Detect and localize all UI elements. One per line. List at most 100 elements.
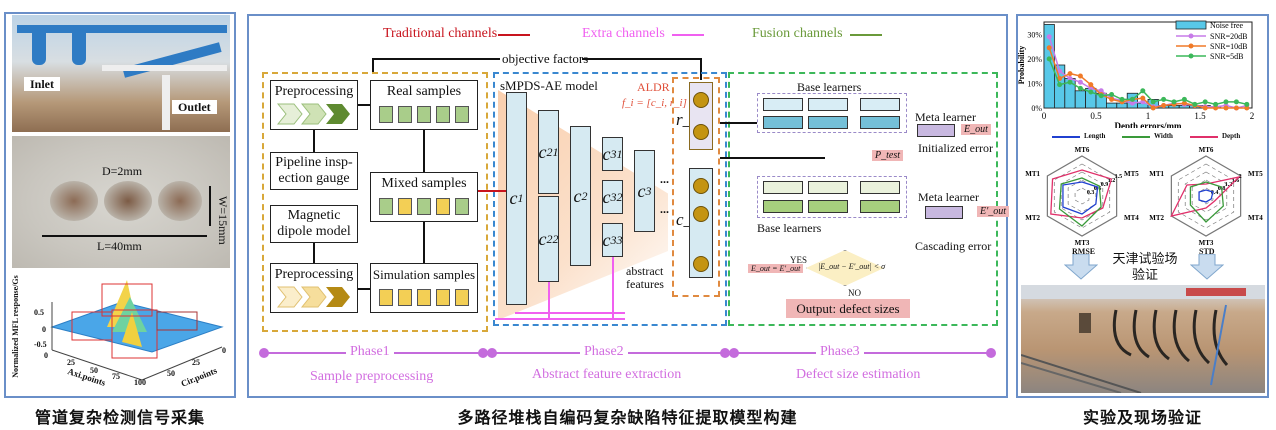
sample-cube [417, 106, 431, 123]
width-label: W=15mm [216, 196, 230, 245]
hist-bar [1106, 102, 1118, 109]
radar-grid [1053, 163, 1111, 229]
x-tick-label: 0 [1042, 111, 1047, 121]
preprocessing-top-label: Preprocessing [274, 84, 354, 99]
magnetic-dipole-box: Magnetic dipole model [270, 205, 358, 243]
aldr-region [672, 77, 720, 297]
series-point [1202, 105, 1208, 111]
radar-series [1050, 169, 1113, 219]
frame-beam [102, 65, 227, 71]
objective-line-up [372, 58, 374, 72]
series-point [1202, 99, 1208, 105]
series-point [1088, 89, 1094, 95]
radar-series [1170, 175, 1241, 217]
legend-marker [1188, 33, 1194, 39]
depth-label: D=2mm [102, 164, 143, 178]
sample-cube [455, 106, 469, 123]
series-point [1223, 99, 1229, 105]
phase3-desc: Defect size estimation [796, 367, 921, 382]
y-tick-label: 20% [1027, 55, 1042, 64]
phase2-region [493, 72, 727, 326]
base-learner [808, 116, 848, 129]
y-tick-0: 0 [222, 346, 226, 355]
radar-series [1198, 189, 1214, 203]
objective-line-down [700, 58, 702, 80]
series-point [1088, 85, 1094, 91]
x-tick-label: 1.5 [1194, 111, 1206, 121]
arrow-sim-to-mixed [423, 222, 425, 263]
sample-cube [417, 289, 431, 306]
magnetic-dipole-label: Magnetic dipole model [277, 208, 351, 239]
p-test-tag: P_test [872, 150, 903, 161]
sample-cube [398, 289, 412, 306]
y-tick-2: 50 [167, 369, 175, 378]
base-learner [860, 200, 900, 213]
legend-length-line [1052, 136, 1080, 138]
width-arrow [209, 186, 211, 226]
sample-cube [436, 106, 450, 123]
formula-label: f_i = [c_i, r_i] [622, 97, 687, 109]
series-point [1161, 96, 1167, 102]
radar-axis-label: MT4 [1124, 214, 1139, 222]
objective-line-left [372, 58, 500, 60]
phase1-region [262, 72, 488, 332]
length-label: L=40mm [97, 239, 142, 253]
legend-label: SNR=10dB [1210, 42, 1247, 51]
radar-series [1189, 181, 1224, 223]
phase1-desc: Sample preprocessing [310, 369, 434, 384]
base-learners-bottom-group [757, 176, 907, 218]
radar-grid [1184, 171, 1228, 221]
legend-marker [1188, 53, 1194, 59]
radar-series [1058, 177, 1102, 227]
real-samples-box: Real samples [370, 80, 478, 130]
legend-marker [1188, 43, 1194, 49]
legend-label: Noise free [1210, 21, 1244, 30]
hist-bar [1074, 90, 1087, 109]
yes-label: YES [790, 255, 808, 265]
length-arrow [42, 235, 207, 237]
ellipsis-1: ... [660, 172, 669, 186]
radar-axis-label: MT1 [1025, 170, 1040, 178]
phase2-label: Phase2 [580, 344, 628, 360]
sample-cube [455, 289, 469, 306]
x-tick-1: 25 [67, 358, 75, 367]
fusion-arrow [850, 34, 882, 36]
arrow-to-base-bottom [720, 157, 825, 159]
objective-line-right [582, 58, 702, 60]
base-learners-bottom-label: Base learners [757, 221, 822, 235]
series-point [1067, 79, 1073, 85]
y-tick-label: 0% [1031, 104, 1042, 113]
pipe-vertical-left [32, 25, 46, 65]
series-point [1161, 103, 1167, 109]
aldr-label: ALDR [637, 80, 670, 94]
down-arrow-left-icon [1064, 254, 1098, 280]
base-learner [808, 200, 848, 213]
series-point [1077, 73, 1083, 79]
radar-axis-label: MT1 [1149, 170, 1164, 178]
assign-tag: E_out = E'_out [748, 264, 804, 273]
meta-learner-top [917, 124, 955, 137]
legend-width-line [1122, 136, 1150, 138]
sample-cube [398, 106, 412, 123]
series-point [1171, 99, 1177, 105]
timeline-dot [487, 348, 497, 358]
extra-path-1 [515, 312, 625, 314]
series-point [1109, 96, 1115, 102]
radar-tick-label: 1.5 [1115, 174, 1123, 180]
y-tick-1: 25 [192, 358, 200, 367]
base-learner [860, 98, 900, 111]
c-node [693, 256, 709, 272]
series-point [1150, 99, 1156, 105]
radar-grid [1046, 155, 1118, 237]
arrow-prep-to-real [358, 104, 370, 106]
radar-grid [1067, 179, 1097, 213]
series-point [1192, 101, 1198, 107]
radar-tick-label: 0.9 [1101, 182, 1109, 188]
series-point [1119, 96, 1125, 102]
base-learners-top-group [757, 93, 907, 133]
x-tick-label: 2 [1250, 111, 1255, 121]
